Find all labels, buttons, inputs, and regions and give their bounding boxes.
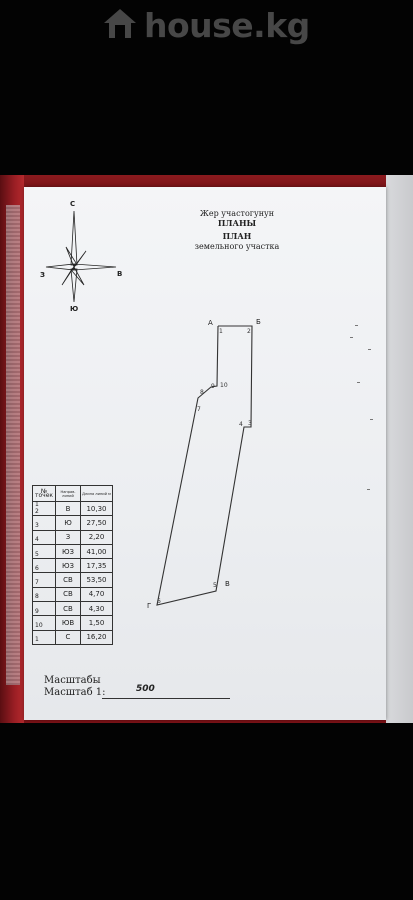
cell-length: 53,50	[80, 572, 113, 588]
cell-length: 4,70	[80, 586, 113, 603]
cell-point: 8	[32, 586, 56, 603]
compass-north: С	[70, 200, 76, 208]
cell-point: 3	[32, 515, 56, 531]
land-plan-sheet: Жер участогунун ПЛАНЫ ПЛАН земельного уч…	[24, 187, 386, 720]
point-1: 1	[219, 328, 223, 335]
title-ru-2: земельного участка	[194, 242, 280, 251]
corner-a: А	[208, 319, 213, 327]
cell-point: 6	[32, 558, 56, 574]
compass-rose	[45, 210, 117, 303]
point-3: 3	[248, 420, 252, 427]
cell-direction: ЮЗ	[55, 543, 81, 560]
point-6: 6	[157, 598, 161, 605]
cell-length: 16,20	[80, 629, 113, 645]
watermark-text: house.kg	[144, 5, 310, 45]
title-ky: Жер участогунун	[199, 209, 275, 218]
cell-direction: С	[55, 629, 81, 645]
scale-line	[102, 698, 230, 699]
header-direction: Направ. линий	[55, 485, 81, 502]
cell-length: 27,50	[80, 515, 113, 531]
cell-direction: СВ	[55, 601, 81, 617]
compass-west: З	[40, 271, 45, 279]
point-7: 7	[197, 406, 201, 413]
cell-point: 1	[32, 629, 56, 645]
point-8: 8	[200, 389, 204, 396]
adjacent-page	[386, 175, 413, 723]
cell-point: 9	[32, 601, 56, 617]
cell-length: 10,30	[80, 500, 113, 517]
cell-direction: ЮЗ	[55, 558, 81, 574]
cell-length: 41,00	[80, 543, 113, 560]
plot-outline	[156, 325, 253, 606]
cell-length: 2,20	[80, 529, 113, 545]
cell-point: 5	[32, 543, 56, 560]
folder-cover-left	[0, 175, 24, 723]
point-2: 2	[247, 328, 251, 335]
cell-direction: ЮВ	[55, 615, 81, 631]
cell-direction: Ю	[55, 515, 81, 531]
header-length: Длина линий м	[80, 485, 113, 502]
cell-length: 17,35	[80, 558, 113, 574]
title-ky-2: ПЛАНЫ	[217, 218, 257, 228]
cell-direction: В	[55, 500, 81, 517]
document-photo: Жер участогунун ПЛАНЫ ПЛАН земельного уч…	[0, 175, 413, 723]
cell-direction: СВ	[55, 572, 81, 588]
compass-east: В	[117, 270, 123, 278]
cell-point: 10	[32, 615, 56, 631]
header-points: № точек	[32, 485, 56, 502]
point-4: 4	[239, 421, 243, 428]
cell-direction: З	[55, 529, 81, 545]
point-5: 5	[213, 582, 217, 589]
house-icon	[102, 6, 138, 44]
folder-cover-top	[0, 175, 413, 189]
cell-point: 4	[32, 529, 56, 545]
scale-label-ky: Масштабы	[44, 675, 101, 686]
corner-v: В	[225, 580, 230, 588]
watermark: house.kg	[102, 4, 322, 46]
cell-point: 7	[32, 572, 56, 588]
corner-g: Г	[147, 602, 152, 610]
cell-length: 1,50	[80, 615, 113, 631]
title-ru: ПЛАН	[222, 231, 252, 241]
compass-south: Ю	[70, 305, 79, 313]
point-10: 10	[220, 382, 228, 389]
scale-label-ru: Масштаб 1:	[44, 687, 106, 698]
cell-length: 4,30	[80, 601, 113, 617]
scale-value: 500	[136, 684, 155, 694]
corner-b: Б	[256, 318, 261, 326]
point-9: 9	[211, 383, 215, 390]
cell-direction: СВ	[55, 586, 81, 603]
